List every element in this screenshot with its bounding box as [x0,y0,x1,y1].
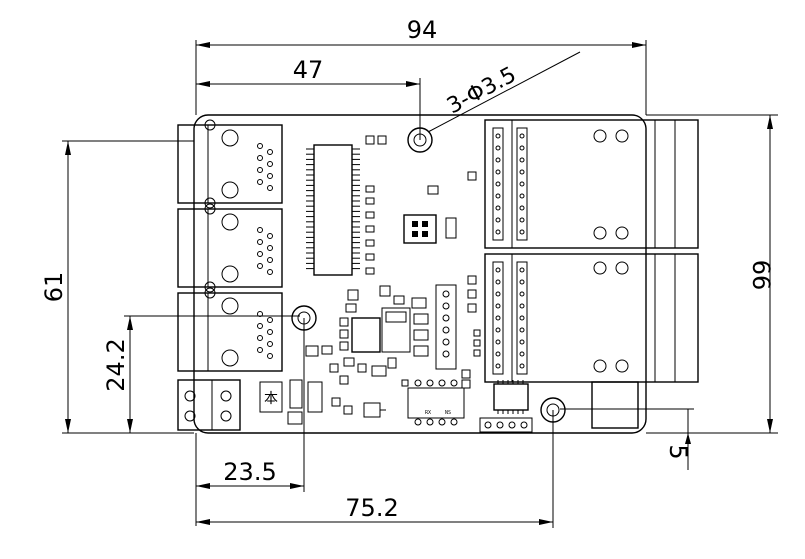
mounting-hole-bottom [540,397,566,423]
power-symbol: 本 [259,381,283,413]
arrow-242-top [127,316,133,330]
hole-callout-label: 3-Φ3.5 [443,62,520,119]
rj45-jack-2 [177,208,283,288]
arrow-752-right [539,519,553,525]
dim-label-94: 94 [407,16,438,44]
pin-header-vertical [435,284,457,370]
arrow-66-top [767,115,773,129]
arrow-94-right [632,42,646,48]
rj45-jack-right-bottom [484,253,699,383]
transistor [363,402,386,418]
main-ic [306,144,360,276]
capacitor [287,411,303,425]
qfn-chip [403,214,437,244]
mounting-hole-left [291,305,317,331]
mounting-hole-top [407,127,433,153]
arrow-752-left [196,519,210,525]
jack-tab [204,197,216,209]
svg-text:本: 本 [264,391,278,407]
arrow-47-right [406,81,420,87]
pin-header-bottom [479,417,533,433]
rj45-jack-3 [177,292,283,372]
arrow-242-bottom [127,419,133,433]
svg-text:RX: RX [425,410,431,416]
arrow-5 [685,433,691,444]
capacitor [307,381,323,413]
arrow-94-left [196,42,210,48]
callout-leader [427,51,581,133]
arrow-66-bottom [767,419,773,433]
dim-label-5: 5 [664,444,692,459]
soic-chip [493,380,529,414]
dim-label-235: 23.5 [223,458,276,486]
power-connector [177,379,241,431]
arrow-235-right [290,483,304,489]
arrow-47-left [196,81,210,87]
bottom-module: RX NS [407,379,465,426]
smd-components [305,135,481,415]
rj45-jack-right-top [484,119,699,249]
jack-tab [204,203,216,215]
center-ic [351,307,411,353]
dim-label-752: 75.2 [345,494,398,522]
dim-label-66: 66 [747,260,775,291]
jack-pin-rows [495,133,525,369]
arrow-61-top [65,141,71,155]
arrow-235-left [196,483,210,489]
dim-label-47: 47 [293,56,324,84]
rj45-jack-1 [177,124,283,204]
jack-tab [204,119,216,131]
arrow-61-bottom [65,419,71,433]
jack-tab [204,287,216,299]
jack-tab [204,281,216,293]
square-component [591,381,639,429]
svg-text:NS: NS [445,410,451,416]
capacitor [289,379,303,409]
dim-label-242: 24.2 [102,338,130,391]
dim-label-61: 61 [40,272,68,303]
